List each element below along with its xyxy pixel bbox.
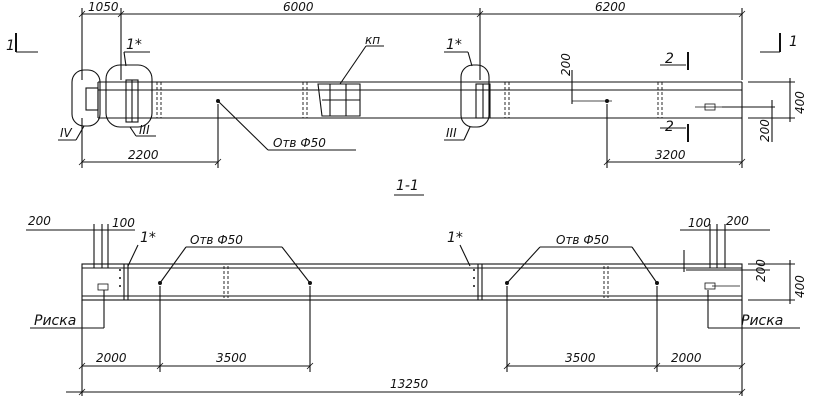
cut-marker-left-label: 1 <box>6 38 15 54</box>
dim-6000: 6000 <box>283 0 314 14</box>
hole-callout-top: Отв Ф50 <box>217 100 356 151</box>
bottom-callouts: 1* 1* <box>127 230 471 267</box>
right-vertical-dims-top: 400 200 <box>722 78 807 142</box>
mark-label-left: Риска <box>34 313 76 329</box>
mark-labels: Риска Риска <box>30 290 800 329</box>
section-title-label: 1-1 <box>396 178 419 194</box>
dim-200-right: 200 <box>726 214 749 228</box>
dim-200-top: 200 <box>559 53 573 76</box>
dim-100-left: 100 <box>112 216 135 230</box>
dim-200-bottom-vert: 200 <box>754 259 768 282</box>
callout-1star-right: 1* <box>446 37 462 53</box>
dim-200-right-top: 200 <box>758 119 772 142</box>
cut-marker-right: 1 <box>760 33 798 53</box>
dim-1050: 1050 <box>88 0 119 14</box>
beam-plan: кп <box>85 33 743 123</box>
hole-callouts-bottom: Отв Ф50 Отв Ф50 <box>159 233 658 284</box>
hole-label-bottom-right: Отв Ф50 <box>556 233 609 247</box>
dim-400-top: 400 <box>793 91 807 114</box>
top-view: 1 1 1050 6000 6200 <box>6 0 807 168</box>
dim-200-left: 200 <box>28 214 51 228</box>
bottom-top-dims: 200 100 100 200 <box>26 214 770 268</box>
dim-3200: 3200 <box>655 148 686 162</box>
dim-3500-left: 3500 <box>216 351 247 365</box>
cut-marker-2-bottom: 2 <box>665 119 674 135</box>
top-view-bottom-dims: 2200 3200 <box>78 104 746 168</box>
callout-1star-bottom-right: 1* <box>447 230 463 246</box>
section-title: 1-1 <box>394 178 424 196</box>
dim-200-vertical-top: 200 <box>559 53 573 104</box>
top-dimension-chain: 1050 6000 6200 <box>78 0 746 80</box>
callout-1star-left: 1* <box>126 37 142 53</box>
dim-2000-right: 2000 <box>671 351 702 365</box>
right-vertical-dims-bottom: 200 400 <box>683 250 807 304</box>
cut-marker-left: 1 <box>6 33 38 54</box>
roman-iii-label-left: III <box>139 123 150 137</box>
dim-3500-right: 3500 <box>565 351 596 365</box>
hole-label-top: Отв Ф50 <box>273 136 326 150</box>
roman-iii-label-right: III <box>446 126 457 140</box>
cut-marker-2: 2 2 <box>660 51 689 142</box>
mark-label-right: Риска <box>741 313 783 329</box>
dim-2200: 2200 <box>128 148 159 162</box>
detail-callouts: 1* 1* IV III III <box>58 37 490 141</box>
cut-marker-right-label: 1 <box>789 34 798 50</box>
hole-label-bottom-left: Отв Ф50 <box>190 233 243 247</box>
dim-6200: 6200 <box>595 0 626 14</box>
callout-1star-bottom-left: 1* <box>140 230 156 246</box>
roman-iv-label: IV <box>60 126 73 140</box>
bottom-view: 200 100 100 200 1* 1* <box>26 214 807 396</box>
callout-kp-label: кп <box>365 33 380 47</box>
dim-2000-left: 2000 <box>96 351 127 365</box>
dim-13250: 13250 <box>390 377 429 391</box>
beam-elevation <box>81 263 743 301</box>
cut-marker-2-top: 2 <box>665 51 674 67</box>
dim-100-right: 100 <box>688 216 711 230</box>
bottom-dims-chain: 2000 3500 3500 2000 13250 <box>66 286 746 396</box>
dim-400-bottom-vert: 400 <box>793 275 807 298</box>
